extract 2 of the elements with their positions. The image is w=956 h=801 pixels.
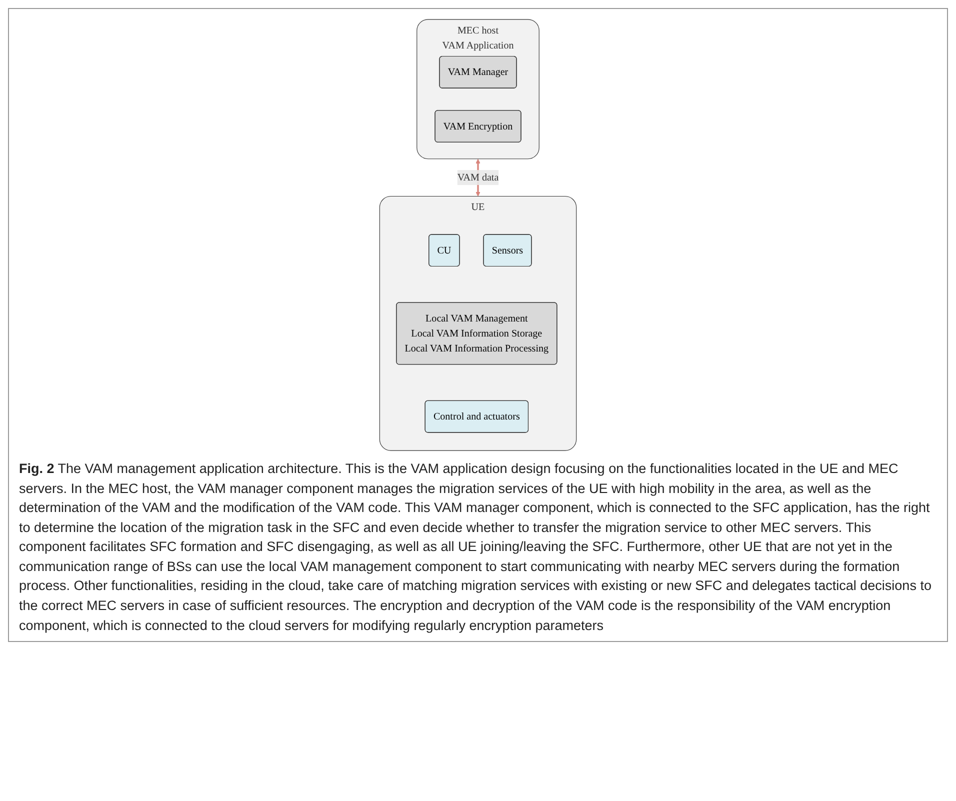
figure-caption: Fig. 2 The VAM management application architecture. This is the VAM application design focusing on the functionalities located in the UE and MEC servers. In the MEC host, the VAM manager component manages the migration services of the UE with high mobility in the area, as well as the determination of the VAM and the modification of the VAM code. This VAM manager component, which is connected to the SFC application, has the right to determine the location of the migration task in the SFC and even decide whether to transfer the migration service to other MEC servers. This component facilitates SFC formation and SFC disengaging, as well as all UE joining/leaving the SFC. Furthermore, other UE that are not yet in the communication range of BSs can use the local VAM management component to start communicating with nearby MEC servers during the formation process. Other functionalities, residing in the cloud, take care of matching migration services with existing or new SFC and delegates tactical decisions to the correct MEC servers in case of sufficient resources. The encryption and decryption of the VAM code is the responsibility of the VAM encryption component, which is connected to the cloud servers for modifying regularly encryption parameters — [19, 460, 932, 635]
edge-label: VAM data — [457, 172, 499, 183]
